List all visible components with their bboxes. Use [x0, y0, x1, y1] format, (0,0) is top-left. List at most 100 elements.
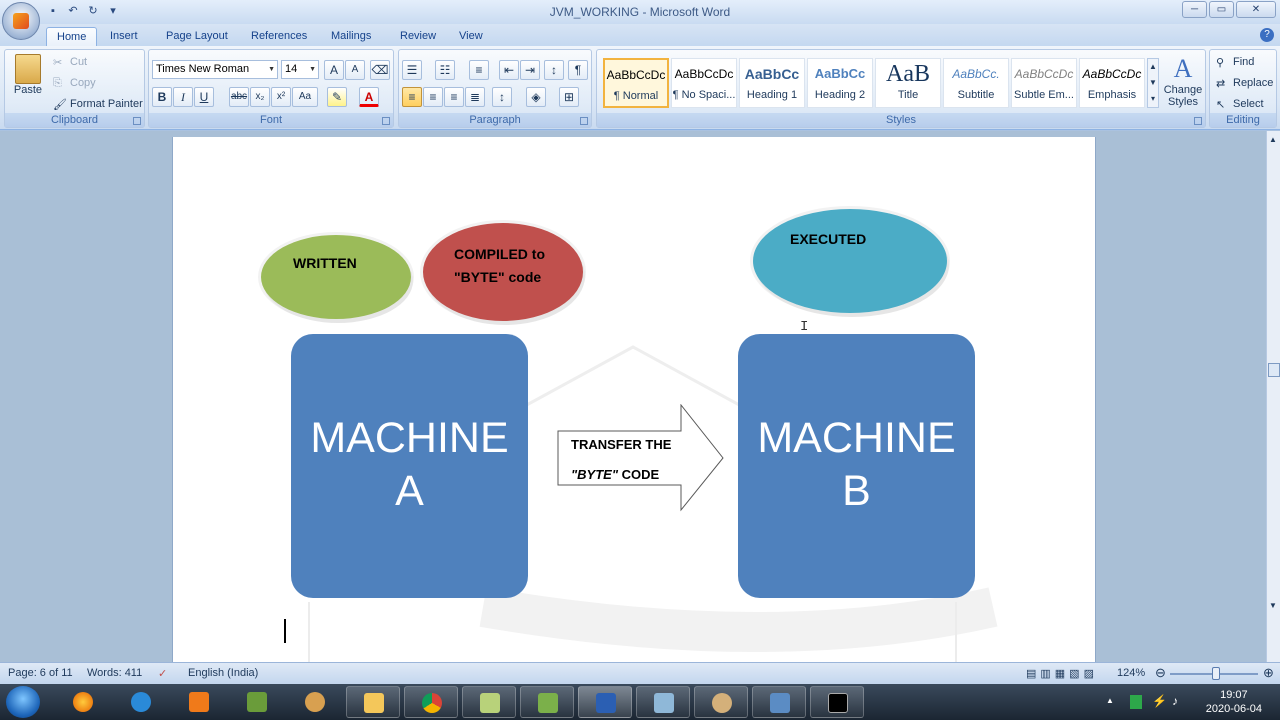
show-hide-button[interactable]: ¶: [568, 60, 588, 80]
font-launcher-icon[interactable]: [382, 117, 390, 125]
cut-button[interactable]: ✂Cut: [53, 56, 87, 69]
volume-icon[interactable]: ♪: [1172, 694, 1178, 708]
styles-launcher-icon[interactable]: [1194, 117, 1202, 125]
taskbar-word[interactable]: [578, 686, 632, 718]
clipboard-launcher-icon[interactable]: [133, 117, 141, 125]
word-count[interactable]: Words: 411: [87, 667, 143, 679]
language-indicator[interactable]: English (India): [188, 667, 259, 679]
bullets-button[interactable]: ☰: [402, 60, 422, 80]
tray-app-icon[interactable]: [1130, 695, 1142, 709]
zoom-level[interactable]: 124%: [1117, 667, 1146, 679]
scroll-thumb[interactable]: [1268, 363, 1280, 377]
close-button[interactable]: ✕: [1236, 1, 1276, 18]
font-name-combo[interactable]: Times New Roman▼: [152, 60, 278, 79]
view-buttons[interactable]: ▤▥▦▧▨: [1026, 668, 1098, 680]
align-right-button[interactable]: ≡: [444, 87, 464, 107]
strikethrough-button[interactable]: abc: [229, 87, 249, 107]
shading-button[interactable]: ◈: [526, 87, 546, 107]
align-center-button[interactable]: ≡: [423, 87, 443, 107]
document-page[interactable]: WRITTEN COMPILED to "BYTE" code EXECUTED…: [172, 137, 1096, 667]
undo-icon[interactable]: ↶: [68, 5, 78, 17]
paragraph-launcher-icon[interactable]: [580, 117, 588, 125]
taskbar-media-player[interactable]: [172, 686, 226, 718]
font-color-button[interactable]: A: [359, 87, 379, 107]
taskbar-ie[interactable]: [114, 686, 168, 718]
replace-button[interactable]: ⇄Replace: [1216, 77, 1273, 90]
power-icon[interactable]: ⚡: [1152, 694, 1167, 708]
italic-button[interactable]: I: [173, 87, 193, 107]
change-styles-button[interactable]: A Change Styles: [1163, 54, 1203, 108]
underline-button[interactable]: U: [194, 87, 214, 107]
superscript-button[interactable]: x²: [271, 87, 291, 107]
style-normal[interactable]: AaBbCcDc¶ Normal: [603, 58, 669, 108]
style-subtitle[interactable]: AaBbCc.Subtitle: [943, 58, 1009, 108]
style-no-spacing[interactable]: AaBbCcDc¶ No Spaci...: [671, 58, 737, 108]
shrink-font-button[interactable]: A: [345, 60, 365, 80]
font-size-combo[interactable]: 14▼: [281, 60, 319, 79]
zoom-out-icon[interactable]: ⊖: [1155, 665, 1166, 680]
line-spacing-button[interactable]: ↕: [492, 87, 512, 107]
zoom-in-icon[interactable]: ⊕: [1263, 665, 1274, 680]
maximize-button[interactable]: ▭: [1209, 1, 1234, 18]
clear-formatting-button[interactable]: ⌫: [370, 60, 390, 80]
clock[interactable]: 19:07 2020-06-04: [1206, 688, 1262, 716]
redo-icon[interactable]: ↻: [88, 5, 98, 17]
start-button[interactable]: [6, 686, 40, 718]
taskbar-cmd[interactable]: [810, 686, 864, 718]
tab-home[interactable]: Home: [46, 27, 98, 46]
taskbar-app-9[interactable]: [520, 686, 574, 718]
format-painter-button[interactable]: 🖌Format Painter: [53, 98, 143, 111]
select-button[interactable]: ↖Select: [1216, 98, 1264, 111]
taskbar-firefox[interactable]: [56, 686, 110, 718]
tab-insert[interactable]: Insert: [110, 30, 138, 42]
written-label: WRITTEN: [293, 255, 357, 271]
vertical-scrollbar[interactable]: ▲ ▼: [1266, 131, 1280, 662]
decrease-indent-button[interactable]: ⇤: [499, 60, 519, 80]
align-left-button[interactable]: ≡: [402, 87, 422, 107]
taskbar-app-13[interactable]: [752, 686, 806, 718]
tab-references[interactable]: References: [251, 30, 308, 42]
find-button[interactable]: ⚲Find: [1216, 56, 1254, 69]
sort-button[interactable]: ↕: [544, 60, 564, 80]
taskbar-app-4[interactable]: [230, 686, 284, 718]
grow-font-button[interactable]: A: [324, 60, 344, 80]
taskbar-app-5[interactable]: [288, 686, 342, 718]
taskbar-paint[interactable]: [694, 686, 748, 718]
scroll-down-icon[interactable]: ▼: [1269, 601, 1277, 610]
taskbar-app-11[interactable]: [636, 686, 690, 718]
save-icon[interactable]: ▪: [51, 5, 55, 17]
tab-view[interactable]: View: [459, 30, 483, 42]
customize-qat-icon[interactable]: ▾: [110, 5, 116, 17]
change-case-button[interactable]: Aa: [292, 87, 318, 107]
zoom-slider-thumb[interactable]: [1212, 667, 1220, 680]
multilevel-list-button[interactable]: ≡: [469, 60, 489, 80]
tab-page-layout[interactable]: Page Layout: [166, 30, 228, 42]
justify-button[interactable]: ≣: [465, 87, 485, 107]
subscript-button[interactable]: x₂: [250, 87, 270, 107]
highlight-button[interactable]: ✎: [327, 87, 347, 107]
numbering-button[interactable]: ☷: [435, 60, 455, 80]
copy-button[interactable]: ⎘Copy: [53, 77, 96, 89]
taskbar-chrome[interactable]: [404, 686, 458, 718]
styles-scroll[interactable]: ▲▼▾: [1147, 58, 1159, 108]
office-button[interactable]: [2, 2, 40, 40]
tab-mailings[interactable]: Mailings: [331, 30, 372, 42]
taskbar-explorer[interactable]: [346, 686, 400, 718]
tray-expand-icon[interactable]: ▲: [1106, 696, 1114, 705]
paste-button[interactable]: Paste: [11, 54, 45, 96]
proofing-icon[interactable]: ✓: [158, 668, 168, 680]
taskbar-app-8[interactable]: [462, 686, 516, 718]
minimize-button[interactable]: ─: [1182, 1, 1207, 18]
increase-indent-button[interactable]: ⇥: [520, 60, 540, 80]
tab-review[interactable]: Review: [400, 30, 437, 42]
page-count[interactable]: Page: 6 of 11: [8, 667, 73, 679]
borders-button[interactable]: ⊞: [559, 87, 579, 107]
scroll-up-icon[interactable]: ▲: [1269, 135, 1277, 144]
help-icon[interactable]: ?: [1260, 28, 1274, 42]
bold-button[interactable]: B: [152, 87, 172, 107]
